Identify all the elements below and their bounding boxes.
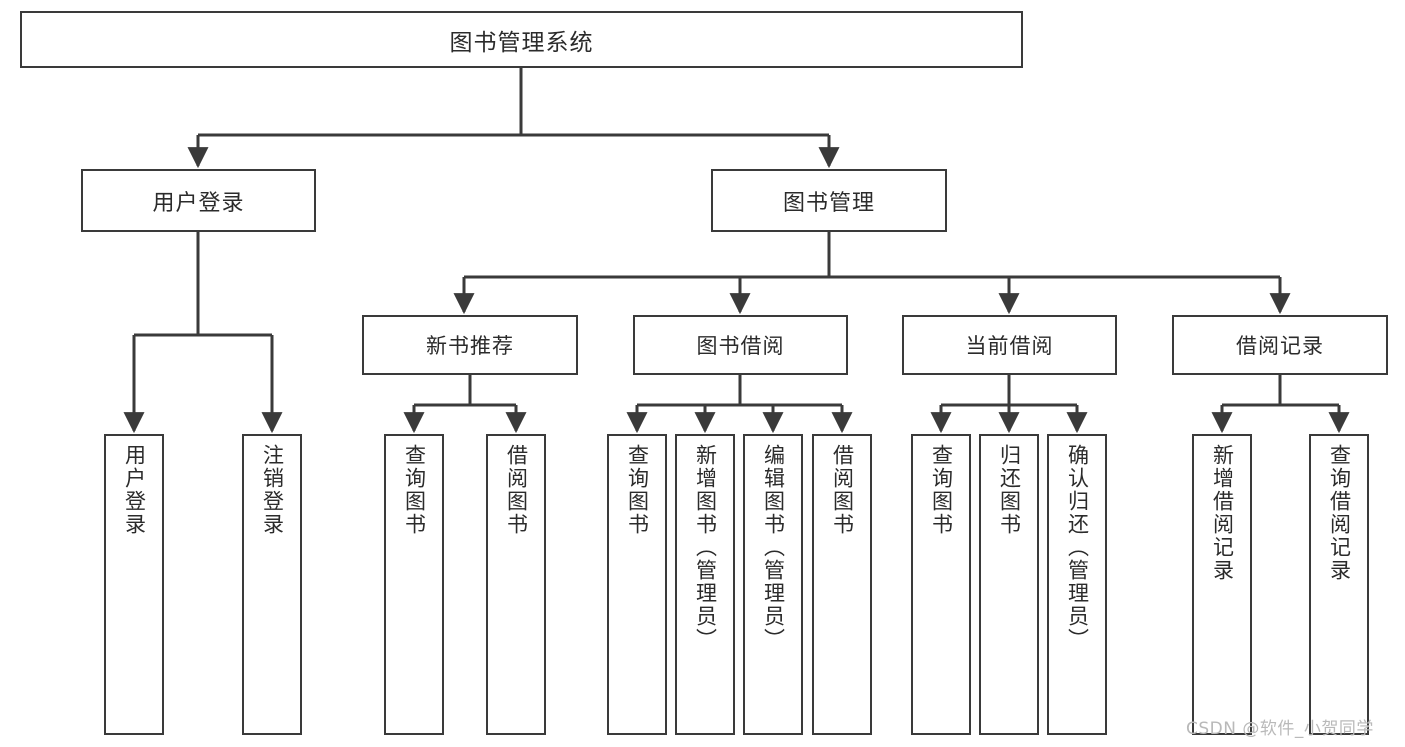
node-label: 查询借阅记录	[1327, 444, 1352, 582]
leaf-book-borrow-borrow[interactable]: 借阅图书	[812, 434, 872, 735]
node-label: 编辑图书（管理员）	[761, 444, 786, 651]
leaf-borrow-record-add[interactable]: 新增借阅记录	[1192, 434, 1252, 735]
node-label: 用户登录	[122, 444, 147, 536]
node-label: 当前借阅	[965, 334, 1054, 358]
node-label: 用户登录	[152, 190, 245, 216]
node-book-management-system[interactable]: 图书管理系统	[20, 11, 1023, 68]
node-label: 借阅图书	[504, 444, 529, 536]
leaf-new-book-query[interactable]: 查询图书	[384, 434, 444, 735]
node-label: 查询图书	[929, 444, 954, 536]
node-label: 查询图书	[402, 444, 427, 536]
leaf-user-login-signout[interactable]: 注销登录	[242, 434, 302, 735]
node-label: 新书推荐	[426, 334, 514, 358]
node-label: 借阅图书	[830, 444, 855, 536]
node-user-login[interactable]: 用户登录	[81, 169, 316, 232]
node-label: 归还图书	[997, 444, 1022, 536]
leaf-user-login-signin[interactable]: 用户登录	[104, 434, 164, 735]
node-label: 图书借阅	[696, 334, 785, 358]
node-label: 图书管理系统	[449, 29, 594, 56]
watermark: CSDN @软件_小贺同学	[1186, 719, 1374, 739]
node-label: 新增图书（管理员）	[693, 444, 718, 651]
node-label: 借阅记录	[1236, 334, 1324, 358]
leaf-book-borrow-query[interactable]: 查询图书	[607, 434, 667, 735]
node-book-borrow[interactable]: 图书借阅	[633, 315, 848, 375]
leaf-new-book-borrow[interactable]: 借阅图书	[486, 434, 546, 735]
node-label: 查询图书	[625, 444, 650, 536]
node-label: 新增借阅记录	[1210, 444, 1235, 582]
node-new-book-recommend[interactable]: 新书推荐	[362, 315, 578, 375]
node-label: 图书管理	[782, 190, 875, 216]
leaf-borrow-record-query[interactable]: 查询借阅记录	[1309, 434, 1369, 735]
node-label: 注销登录	[260, 444, 285, 536]
leaf-current-borrow-confirm-return[interactable]: 确认归还（管理员）	[1047, 434, 1107, 735]
node-current-borrow[interactable]: 当前借阅	[902, 315, 1117, 375]
node-borrow-record[interactable]: 借阅记录	[1172, 315, 1388, 375]
node-book-management[interactable]: 图书管理	[711, 169, 947, 232]
leaf-book-borrow-add[interactable]: 新增图书（管理员）	[675, 434, 735, 735]
leaf-current-borrow-return[interactable]: 归还图书	[979, 434, 1039, 735]
leaf-current-borrow-query[interactable]: 查询图书	[911, 434, 971, 735]
node-label: 确认归还（管理员）	[1065, 444, 1090, 651]
leaf-book-borrow-edit[interactable]: 编辑图书（管理员）	[743, 434, 803, 735]
